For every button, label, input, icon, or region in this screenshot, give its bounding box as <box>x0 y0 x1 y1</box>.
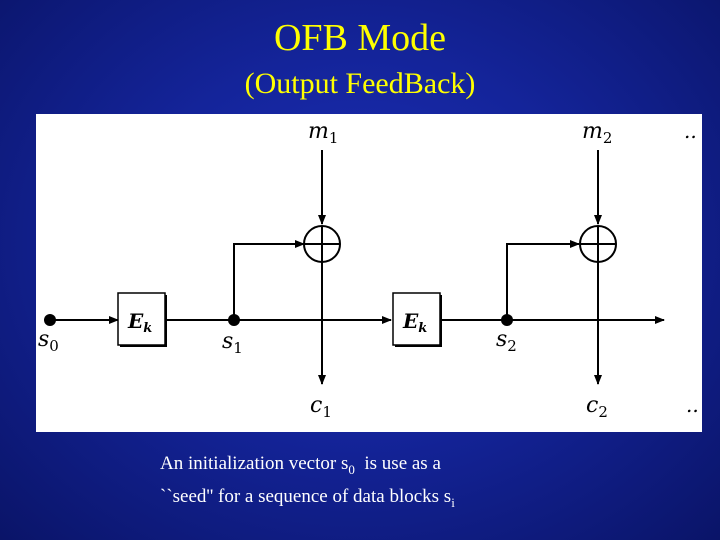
slide-subtitle: (Output FeedBack) <box>244 67 476 100</box>
slide-title: OFB Mode <box>273 17 447 59</box>
encrypt-block-2: Ek <box>392 292 442 347</box>
label-c2: c2 <box>586 393 608 421</box>
ofb-diagram-svg: Ek Ek m1 m2 c1 c2 <box>38 119 699 421</box>
xor-2-icon <box>579 225 617 263</box>
xor-1-icon <box>303 225 341 263</box>
feed-line-s2-to-xor2 <box>506 240 580 320</box>
svg-text:Ek: Ek <box>402 309 427 336</box>
label-c1: c1 <box>310 393 332 421</box>
encrypt-block-1: Ek <box>117 292 167 347</box>
caption-line-2: ``seed'' for a sequence of data blocks s… <box>160 485 455 510</box>
label-s1: s1 <box>222 329 243 357</box>
feed-line-s1-to-xor1 <box>233 240 305 320</box>
state-dot-s0 <box>44 314 56 326</box>
ellipsis-bottom: .. <box>686 393 699 417</box>
encrypt-block-label: E <box>127 309 144 333</box>
encrypt-block-key: k <box>143 321 152 336</box>
label-s2: s2 <box>496 327 517 355</box>
caption: An initialization vector s0 is use as a … <box>160 450 680 516</box>
label-m1: m1 <box>308 119 338 147</box>
ofb-diagram: Ek Ek m1 m2 c1 c2 <box>36 114 702 432</box>
svg-text:Ek: Ek <box>127 309 152 336</box>
encrypt-block-label: E <box>402 309 419 333</box>
caption-line-1: An initialization vector s0 is use as a <box>160 453 441 477</box>
label-s0: s0 <box>38 327 59 355</box>
encrypt-block-key: k <box>418 321 427 336</box>
label-m2: m2 <box>582 119 612 147</box>
ellipsis-top: .. <box>684 119 697 143</box>
